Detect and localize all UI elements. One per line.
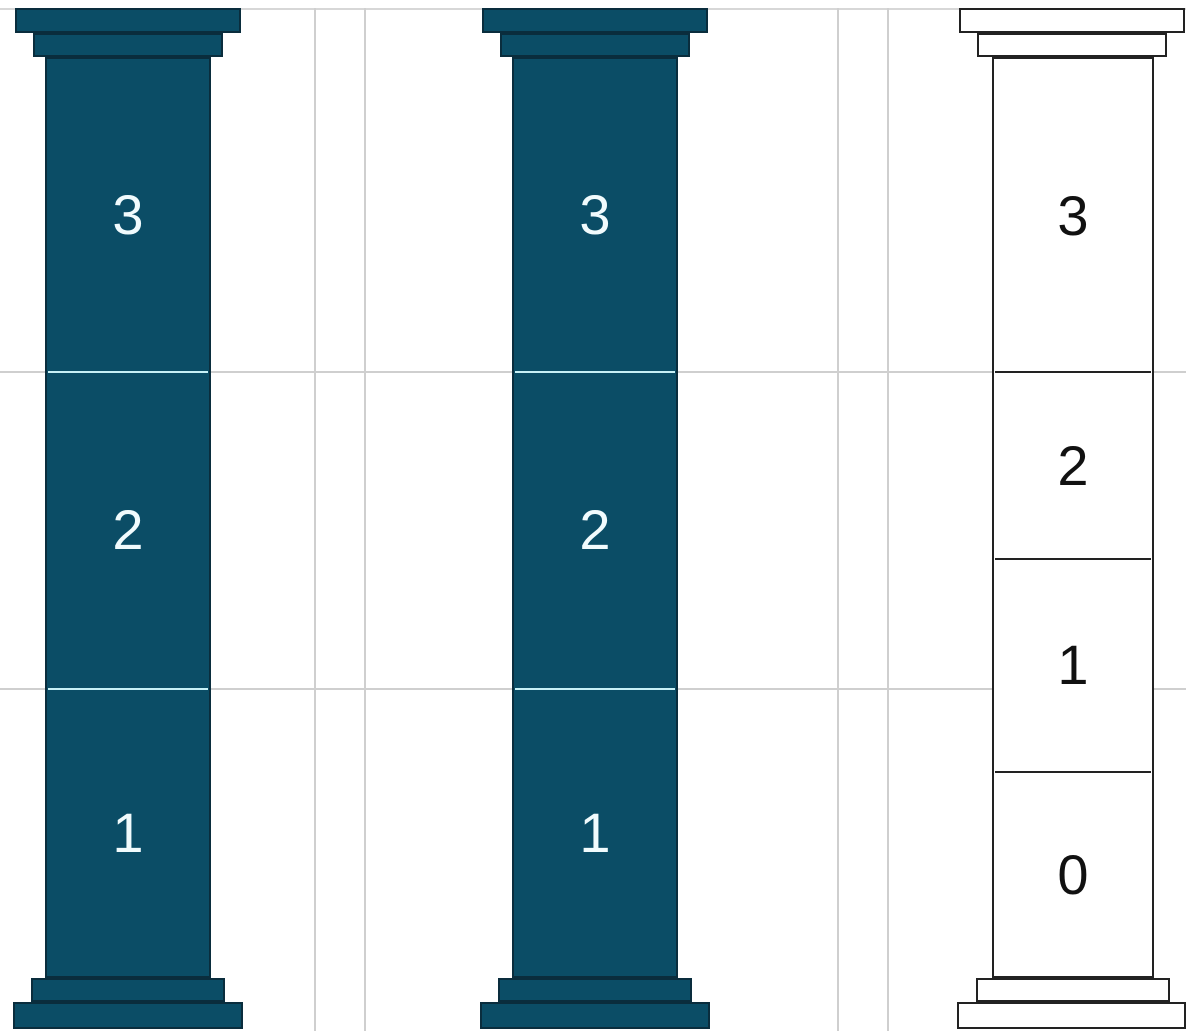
pillar-base	[957, 1002, 1186, 1029]
grid-line-vertical	[364, 8, 366, 1031]
segment-number: 1	[48, 805, 208, 861]
pillar-base-step	[976, 978, 1170, 1002]
segment-number: 3	[995, 188, 1151, 244]
segment-number: 0	[995, 847, 1151, 903]
pillar-segment: 3	[48, 60, 208, 370]
pillar-segment: 2	[995, 373, 1151, 558]
segment-number: 2	[48, 502, 208, 558]
grid-line-vertical	[837, 8, 839, 1031]
pillar-base	[13, 1002, 243, 1029]
pillar-capital	[15, 8, 241, 33]
pillar-segment: 1	[48, 690, 208, 976]
pillar-capital-step	[33, 33, 223, 57]
pillar-base-step	[31, 978, 225, 1002]
pillar-segment: 3	[995, 60, 1151, 371]
segment-number: 3	[48, 187, 208, 243]
segment-number: 1	[995, 637, 1151, 693]
pillar-segment: 1	[995, 560, 1151, 770]
grid-line-vertical	[314, 8, 316, 1031]
grid-line-vertical	[887, 8, 889, 1031]
pillar-segment: 1	[515, 690, 675, 976]
pillar-capital	[482, 8, 708, 33]
pillar-capital-step	[500, 33, 690, 57]
pillar-base-step	[498, 978, 692, 1002]
segment-number: 2	[995, 438, 1151, 494]
segment-number: 3	[515, 187, 675, 243]
pillar-segment: 2	[515, 373, 675, 687]
pillar-capital-step	[977, 33, 1167, 57]
segment-number: 2	[515, 502, 675, 558]
pillar-segment: 3	[515, 60, 675, 370]
segment-number: 1	[515, 805, 675, 861]
pillar-capital	[959, 8, 1185, 33]
pillar-segment: 2	[48, 373, 208, 687]
pillar-base	[480, 1002, 710, 1029]
pillar-segment: 0	[995, 773, 1151, 976]
